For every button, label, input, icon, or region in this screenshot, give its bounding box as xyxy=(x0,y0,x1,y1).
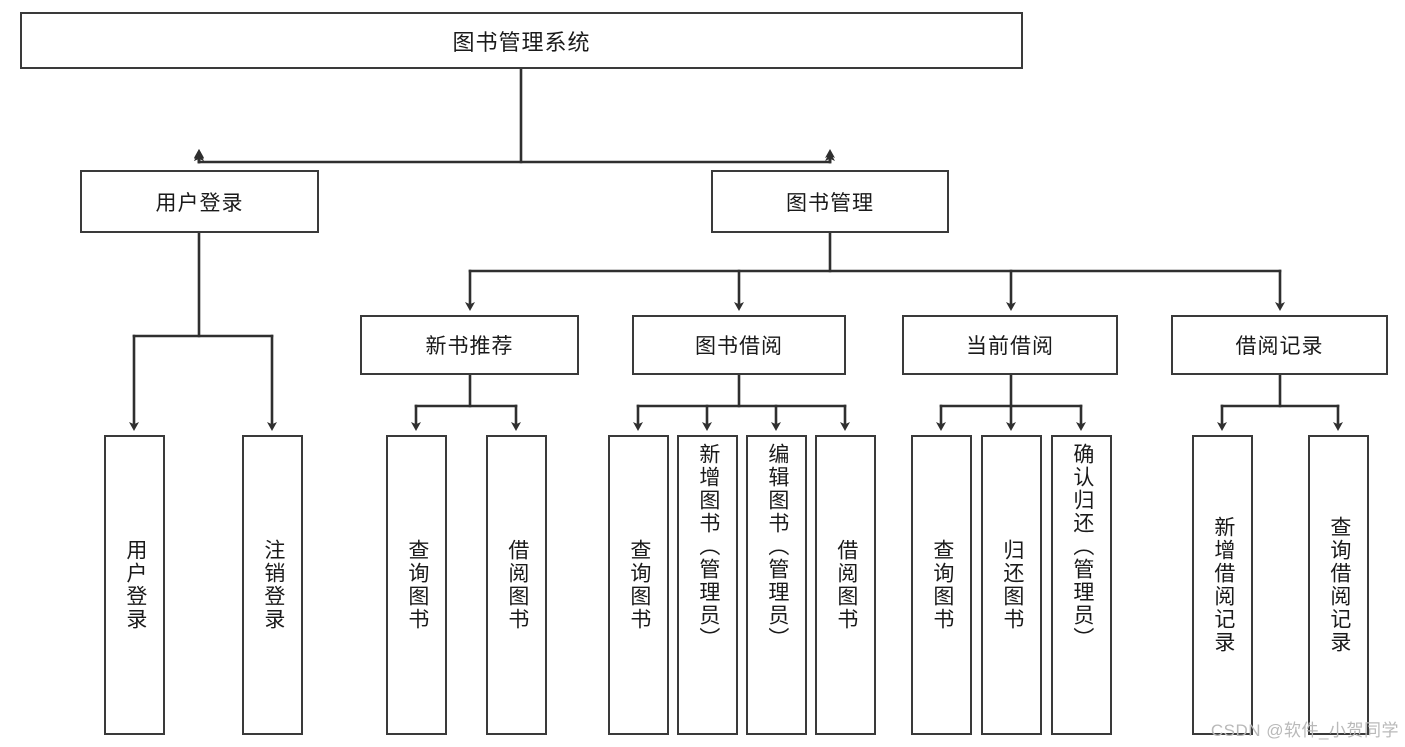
node-label: 借阅图书 xyxy=(834,539,858,631)
node-leaf-borrow-book-2[interactable]: 借阅图书 xyxy=(815,435,876,735)
node-leaf-logout-login[interactable]: 注销登录 xyxy=(242,435,303,735)
node-leaf-add-book[interactable]: 新增图书（管理员） xyxy=(677,435,738,735)
node-label: 编辑图书（管理员） xyxy=(765,443,789,650)
node-borrow-record[interactable]: 借阅记录 xyxy=(1171,315,1388,375)
node-leaf-confirm-return[interactable]: 确认归还（管理员） xyxy=(1051,435,1112,735)
node-user-login[interactable]: 用户登录 xyxy=(80,170,319,233)
node-label: 查询图书 xyxy=(405,539,429,631)
node-new-book-recommend[interactable]: 新书推荐 xyxy=(360,315,579,375)
node-leaf-edit-book[interactable]: 编辑图书（管理员） xyxy=(746,435,807,735)
node-leaf-return-book[interactable]: 归还图书 xyxy=(981,435,1042,735)
node-leaf-user-login[interactable]: 用户登录 xyxy=(104,435,165,735)
watermark-text: CSDN @软件_小贺同学 xyxy=(1210,721,1399,740)
node-label: 图书管理 xyxy=(786,191,874,215)
node-leaf-borrow-book-1[interactable]: 借阅图书 xyxy=(486,435,547,735)
node-book-management[interactable]: 图书管理 xyxy=(711,170,949,233)
node-leaf-query-book-1[interactable]: 查询图书 xyxy=(386,435,447,735)
node-label: 图书管理系统 xyxy=(452,29,591,55)
node-leaf-add-borrow-record[interactable]: 新增借阅记录 xyxy=(1192,435,1253,735)
node-label: 查询图书 xyxy=(627,539,651,631)
node-label: 新书推荐 xyxy=(425,335,514,358)
node-label: 归还图书 xyxy=(1000,539,1024,631)
node-leaf-query-borrow-record[interactable]: 查询借阅记录 xyxy=(1308,435,1369,735)
node-label: 借阅图书 xyxy=(505,539,529,631)
node-label: 查询借阅记录 xyxy=(1327,516,1351,654)
node-label: 新增借阅记录 xyxy=(1211,516,1235,654)
node-root-system[interactable]: 图书管理系统 xyxy=(20,12,1023,69)
node-leaf-query-book-2[interactable]: 查询图书 xyxy=(608,435,669,735)
node-current-borrow[interactable]: 当前借阅 xyxy=(902,315,1118,375)
node-label: 新增图书（管理员） xyxy=(696,443,720,650)
node-label: 用户登录 xyxy=(155,191,244,215)
node-label: 查询图书 xyxy=(930,539,954,631)
node-label: 用户登录 xyxy=(123,539,147,631)
node-leaf-query-book-3[interactable]: 查询图书 xyxy=(911,435,972,735)
node-book-borrow[interactable]: 图书借阅 xyxy=(632,315,846,375)
node-label: 确认归还（管理员） xyxy=(1070,443,1094,650)
node-label: 图书借阅 xyxy=(695,335,783,358)
node-label: 借阅记录 xyxy=(1235,335,1324,358)
node-label: 注销登录 xyxy=(261,539,285,631)
node-label: 当前借阅 xyxy=(966,335,1054,358)
